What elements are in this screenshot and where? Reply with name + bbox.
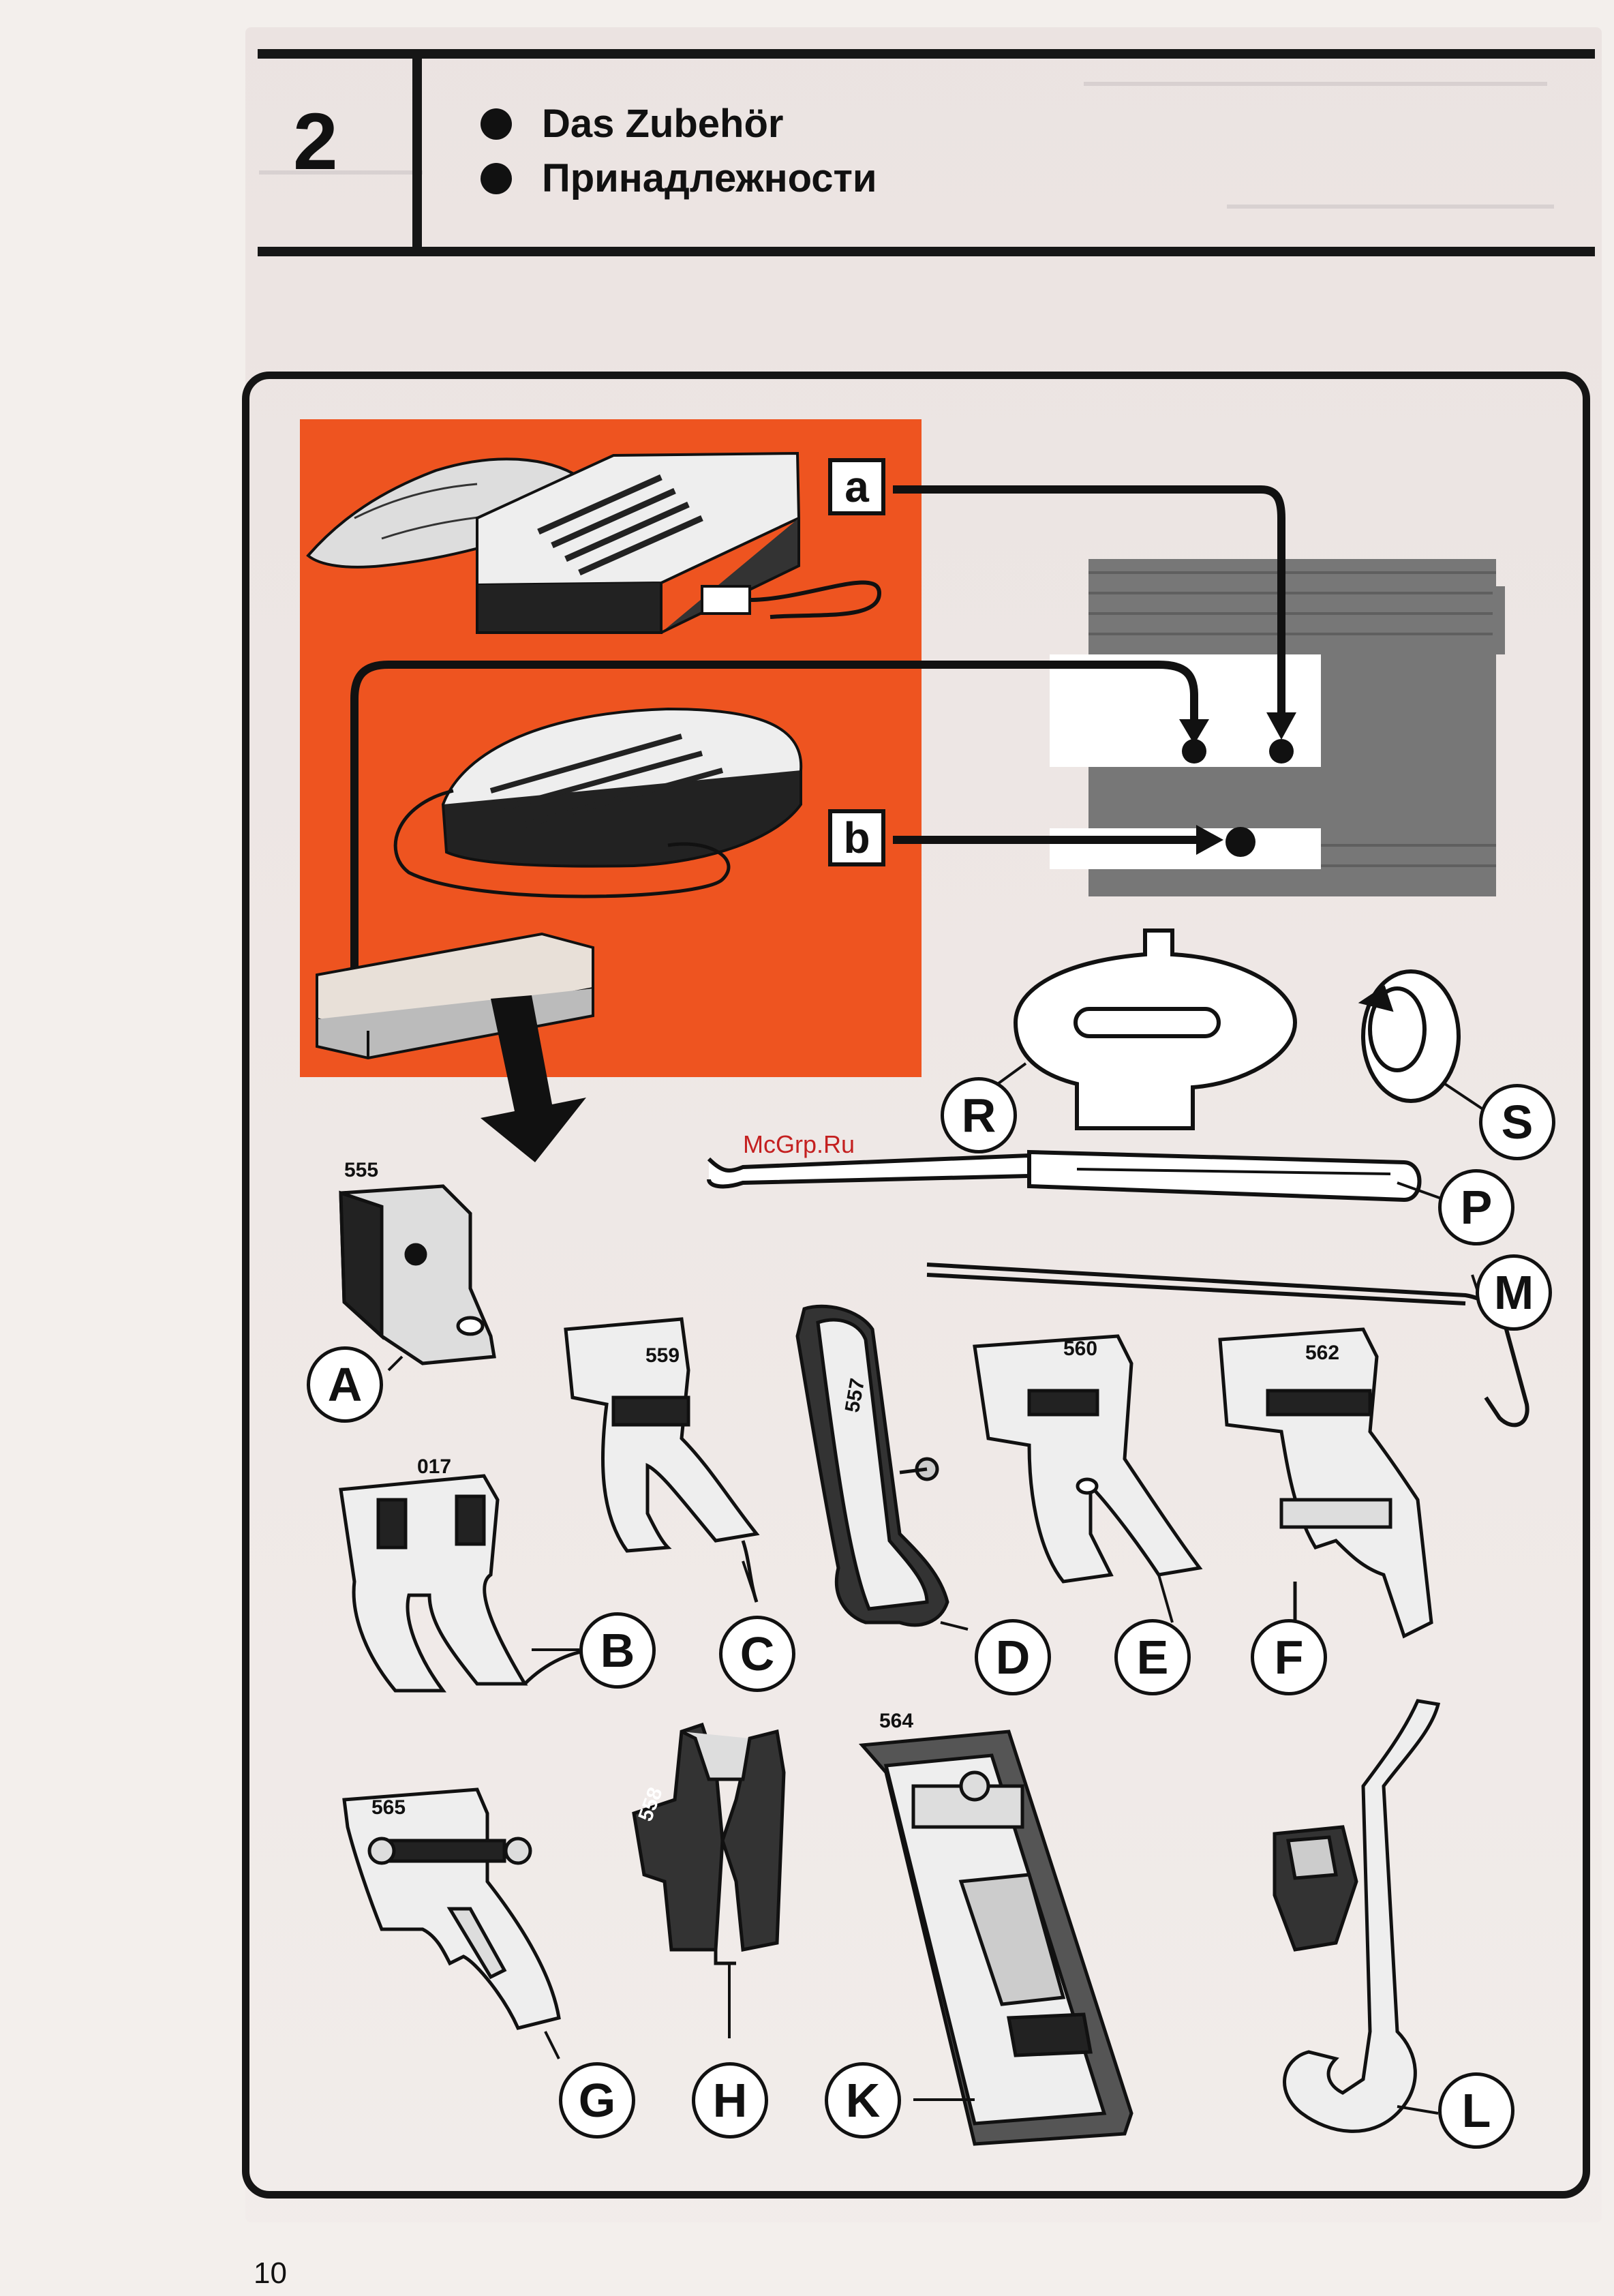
- seam-ripper-icon: [709, 1152, 1420, 1200]
- accessory-label-p: P: [1438, 1169, 1514, 1245]
- part-number-c: 559: [645, 1344, 680, 1368]
- buttonhole-foot-564-icon: [862, 1732, 1131, 2144]
- accessory-label-s: S: [1479, 1084, 1555, 1160]
- foot-pedal-b-icon: [395, 709, 801, 896]
- spool-disc-icon: [1016, 931, 1295, 1128]
- accessory-label-l: L: [1438, 2072, 1514, 2149]
- part-number-e: 560: [1063, 1338, 1097, 1361]
- accessory-label-m: M: [1476, 1254, 1552, 1331]
- accessory-label-b: B: [579, 1612, 656, 1689]
- accessory-label-c: C: [719, 1616, 795, 1692]
- accessory-label-g: G: [559, 2062, 635, 2139]
- accessory-label-e: E: [1114, 1619, 1191, 1695]
- watermark: McGrp.Ru: [743, 1130, 855, 1159]
- accessory-label-d: D: [975, 1619, 1051, 1695]
- presser-foot-555-icon: [341, 1186, 494, 1363]
- accessory-label-f: F: [1251, 1619, 1327, 1695]
- presser-foot-557-icon: [797, 1306, 947, 1625]
- presser-foot-017-icon: [341, 1476, 600, 1691]
- connector-label-b: b: [828, 809, 885, 866]
- bobbin-icon: [1363, 971, 1459, 1101]
- accessory-label-h: H: [692, 2062, 768, 2139]
- accessory-label-a: A: [307, 1346, 383, 1423]
- presser-foot-562-icon: [1220, 1329, 1431, 1636]
- accessory-label-k: K: [825, 2062, 901, 2139]
- blind-hem-guide-icon: [1275, 1701, 1438, 2131]
- part-number-f: 562: [1305, 1342, 1339, 1365]
- part-number-b: 017: [417, 1455, 451, 1479]
- presser-foot-558-icon: [634, 1725, 784, 1963]
- part-number-g: 565: [371, 1796, 406, 1819]
- part-number-k: 564: [879, 1710, 913, 1733]
- accessory-label-r: R: [941, 1077, 1017, 1153]
- presser-foot-560-icon: [975, 1336, 1200, 1582]
- connector-label-a: a: [828, 458, 885, 515]
- part-number-a: 555: [344, 1159, 378, 1182]
- presser-foot-565-icon: [344, 1789, 559, 2028]
- page-number: 10: [254, 2256, 287, 2291]
